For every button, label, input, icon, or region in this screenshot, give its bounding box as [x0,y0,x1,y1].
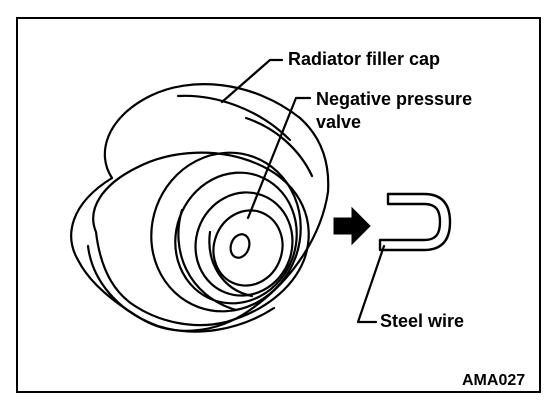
steel-wire-clip [378,192,452,252]
label-negative-pressure-valve-line1: Negative pressure [316,89,473,109]
cap-ring-3 [194,191,294,297]
leader-wire [356,244,386,324]
leader-valve [246,96,312,220]
cap-inner-rim [92,151,310,327]
insertion-arrow [333,206,371,246]
cap-rim-lower-edge [86,244,276,333]
label-negative-pressure-valve-line2: valve [316,112,362,132]
cap-top-highlight [176,94,292,142]
figure-frame [16,17,541,393]
label-radiator-filler-cap: Radiator filler cap [288,49,441,69]
label-steel-wire: Steel wire [380,311,465,331]
figure-code: AMA027 [462,372,526,389]
valve-disc [212,209,284,287]
leader-cap [220,58,284,104]
cap-ring-1 [150,151,302,313]
cap-ring-side [177,208,238,312]
cap-top-highlight-2 [244,116,314,178]
valve-center [229,233,251,259]
valve-side [208,230,254,298]
